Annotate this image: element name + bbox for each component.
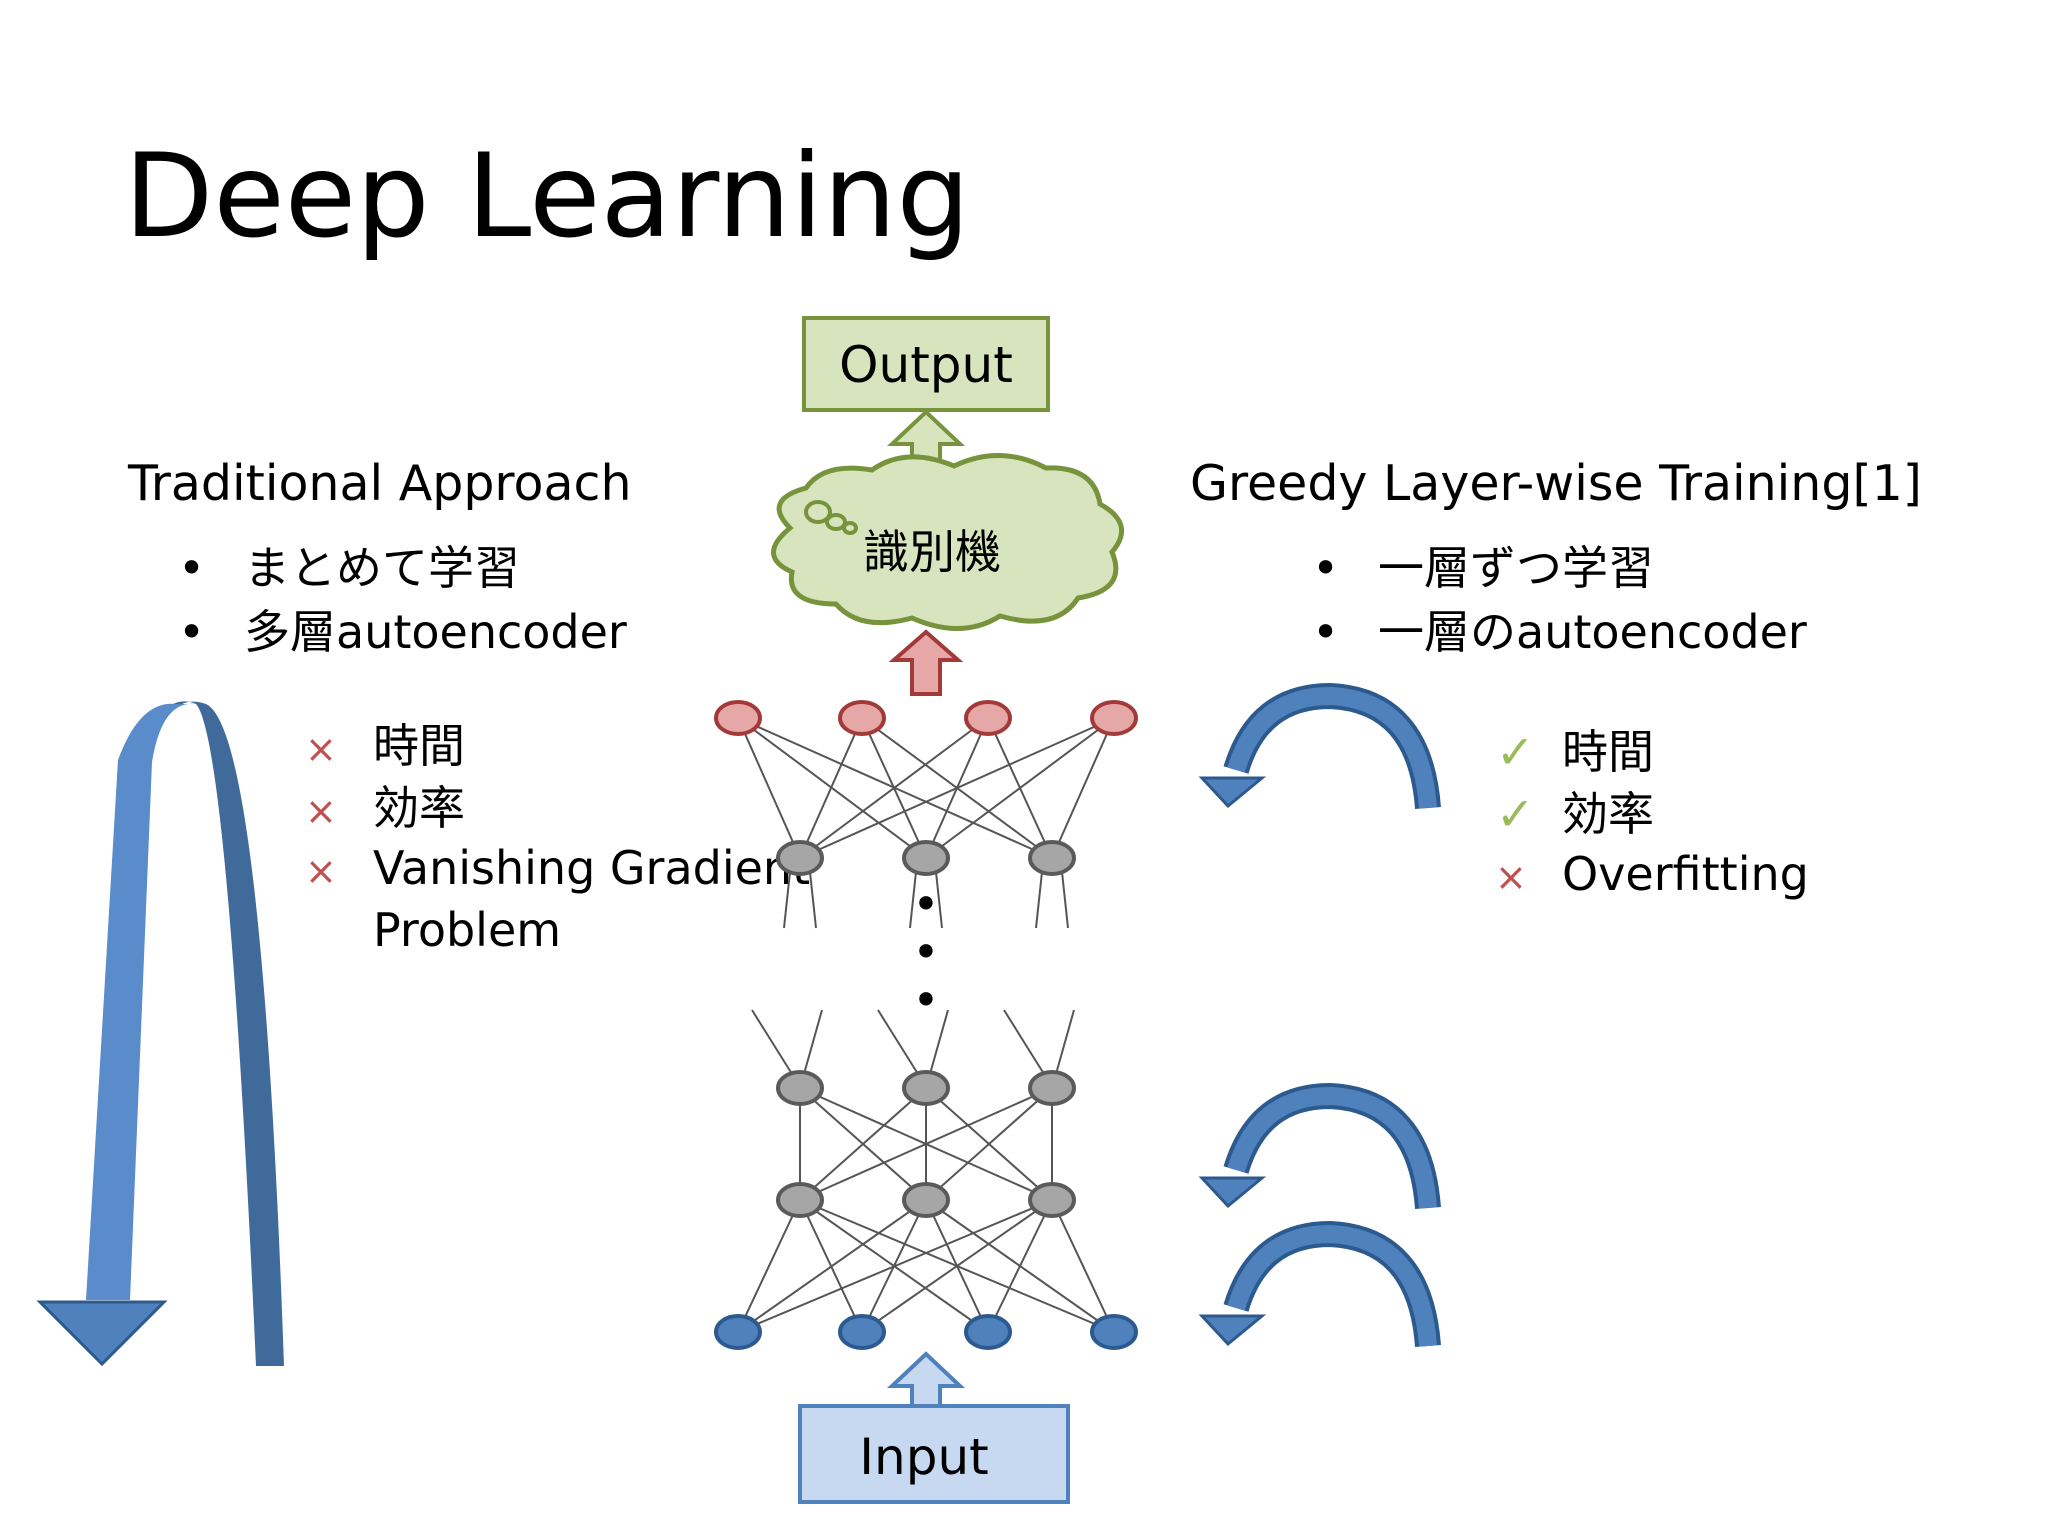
network-edge: [861, 1199, 1053, 1333]
network-edge: [925, 1087, 1053, 1201]
left-con-1-cross-icon: ×: [305, 727, 337, 771]
right-bullet-2: 一層のautoencoder: [1378, 605, 1807, 659]
input-node: [838, 1314, 886, 1350]
network-edge: [925, 717, 1115, 859]
network-edge-stub: [1055, 1009, 1075, 1075]
network-edge-stub: [935, 871, 943, 929]
network-nodes: [714, 700, 1138, 1350]
network-edge-stub: [1061, 871, 1069, 929]
left-con-2: 効率: [373, 781, 465, 835]
left-con-1: 時間: [373, 719, 465, 773]
network-edge: [799, 717, 989, 859]
network-edge: [737, 1199, 801, 1333]
hidden-node-lower: [1028, 1182, 1076, 1218]
classifier-label: 識別機: [863, 525, 1001, 579]
layer-arrow-bottom-icon: [1198, 1220, 1441, 1348]
network-edge-stub: [1003, 1009, 1045, 1075]
network-edge: [799, 717, 863, 859]
network-edge-stub: [809, 871, 817, 929]
top-node: [714, 700, 762, 736]
up-arrow-to-classifier-icon: [888, 629, 964, 696]
network-edges: [737, 717, 1115, 1333]
left-bullet-2: 多層autoencoder: [244, 605, 627, 659]
input-node: [714, 1314, 762, 1350]
right-pro-1-check-icon: ✓: [1496, 725, 1535, 779]
output-box: [802, 316, 1050, 412]
right-heading: Greedy Layer-wise Training[1]: [1190, 455, 1922, 512]
hidden-node-lower: [902, 1182, 950, 1218]
network-edge-stub: [1035, 871, 1043, 929]
network-edge-stub: [803, 1009, 823, 1075]
network-edge-stub: [877, 1009, 919, 1075]
classifier-cloud-icon: [771, 453, 1124, 631]
right-pro-1: 時間: [1562, 725, 1654, 779]
ellipsis-dot-2: •: [912, 925, 939, 979]
network-edge: [799, 717, 1115, 859]
layer-arrow-top-icon: [1198, 682, 1441, 810]
network-edge-stub: [929, 1009, 949, 1075]
input-node: [1090, 1314, 1138, 1350]
hidden-node-upper: [776, 840, 824, 876]
ellipsis-dot-3: •: [912, 973, 939, 1027]
network-edge: [737, 1199, 927, 1333]
ellipsis-dot-1: •: [912, 877, 939, 931]
top-node: [964, 700, 1012, 736]
network-edge: [737, 1199, 1053, 1333]
left-con-3-cont: Problem: [373, 903, 561, 957]
left-heading: Traditional Approach: [127, 455, 632, 512]
network-edge-stub: [751, 1009, 793, 1075]
input-box: [798, 1404, 1070, 1504]
big-return-arrow-icon: [36, 701, 284, 1367]
output-label: Output: [839, 336, 1013, 394]
right-bullet-1: 一層ずつ学習: [1378, 541, 1654, 595]
left-bullet-2-glyph: •: [178, 605, 205, 659]
hidden-node-mid: [776, 1070, 824, 1106]
right-pro-2-check-icon: ✓: [1496, 787, 1535, 841]
left-con-2-cross-icon: ×: [305, 789, 337, 833]
slide-title: Deep Learning: [124, 129, 970, 264]
network-edge: [799, 1087, 927, 1201]
right-bullet-1-glyph: •: [1312, 541, 1339, 595]
layer-arrow-middle-icon: [1198, 1082, 1441, 1210]
left-con-3: Vanishing Gradient: [373, 841, 810, 895]
left-bullet-1: まとめて学習: [244, 541, 520, 595]
hidden-node-mid: [902, 1070, 950, 1106]
network-edge-stub: [909, 871, 917, 929]
network-edge: [799, 1087, 1053, 1201]
network-edge: [1051, 717, 1115, 859]
hidden-node-upper: [1028, 840, 1076, 876]
network-edge: [1051, 1199, 1115, 1333]
hidden-node-upper: [902, 840, 950, 876]
right-con-1: Overfitting: [1562, 847, 1809, 901]
network-edge: [987, 1199, 1053, 1333]
network-edge: [737, 717, 801, 859]
right-bullet-2-glyph: •: [1312, 605, 1339, 659]
input-node: [964, 1314, 1012, 1350]
top-node: [1090, 700, 1138, 736]
hidden-node-mid: [1028, 1070, 1076, 1106]
right-pro-2: 効率: [1562, 787, 1654, 841]
up-arrow-from-input-icon: [886, 1351, 966, 1410]
top-node: [838, 700, 886, 736]
input-label: Input: [859, 1428, 988, 1486]
network-edge-stub: [783, 871, 791, 929]
right-con-1-cross-icon: ×: [1495, 855, 1527, 899]
left-bullet-1-glyph: •: [178, 541, 205, 595]
left-con-3-cross-icon: ×: [305, 849, 337, 893]
hidden-node-lower: [776, 1182, 824, 1218]
